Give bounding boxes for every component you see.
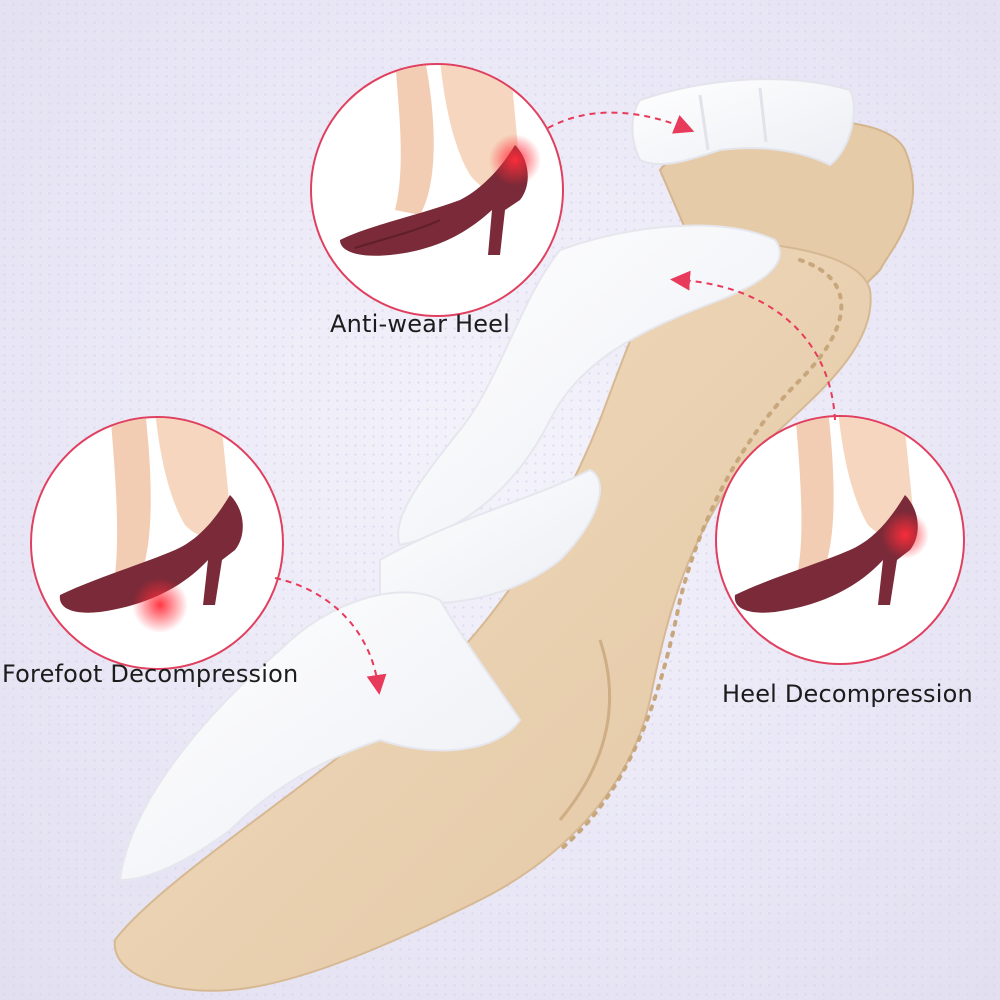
callout-forefoot [30,416,284,670]
arch-pad [397,224,781,547]
forefoot-pad [118,591,522,882]
pain-highlight-heel-back [489,134,541,186]
pain-highlight-forefoot [132,577,188,633]
callout-anti-wear-heel [310,63,564,317]
arrow-to-heel-strip [547,111,695,134]
heel-strip-pad [631,78,855,167]
arrow-to-forefoot-pad [274,577,387,695]
gel-pads [118,78,855,882]
callout-heel-decompression [715,415,965,665]
pain-highlight-heel-underside [881,511,929,559]
connector-arrows [274,111,836,695]
caption-heel-decompression: Heel Decompression [722,680,973,708]
mid-pad [379,468,601,605]
caption-forefoot-decompression: Forefoot Decompression [2,660,299,688]
arrow-to-arch-pad [670,270,836,421]
caption-anti-wear-heel: Anti-wear Heel [330,310,511,338]
